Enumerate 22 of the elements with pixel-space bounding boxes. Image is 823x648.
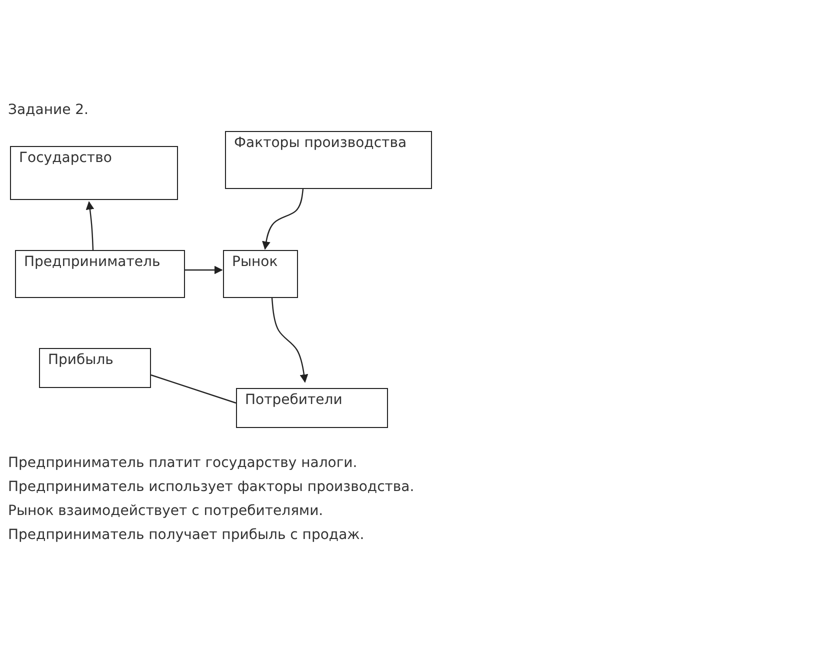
process-box bbox=[225, 131, 432, 189]
box-label: Государство bbox=[19, 150, 112, 166]
process-box bbox=[10, 146, 178, 200]
arrow bbox=[86, 201, 94, 250]
process-box bbox=[39, 348, 151, 388]
connector-line bbox=[150, 374, 236, 404]
box-label: Предприниматель bbox=[24, 254, 160, 270]
process-box bbox=[223, 250, 298, 298]
process-box bbox=[236, 388, 388, 428]
arrow bbox=[185, 266, 223, 274]
statement-text: Предприниматель использует факторы производства. bbox=[8, 479, 414, 495]
arrow bbox=[271, 298, 308, 383]
arrow bbox=[262, 188, 304, 250]
statement-text: Предприниматель получает прибыль с продаж. bbox=[8, 527, 364, 543]
statement-text: Рынок взаимодействует с потребителями. bbox=[8, 503, 324, 519]
box-label: Рынок bbox=[232, 254, 278, 270]
task-heading: Задание 2. bbox=[8, 102, 88, 118]
box-label: Факторы производства bbox=[234, 135, 407, 151]
statement-text: Предприниматель платит государству налоги. bbox=[8, 455, 358, 471]
box-label: Потребители bbox=[245, 392, 342, 408]
box-label: Прибыль bbox=[48, 352, 114, 368]
process-box bbox=[15, 250, 185, 298]
